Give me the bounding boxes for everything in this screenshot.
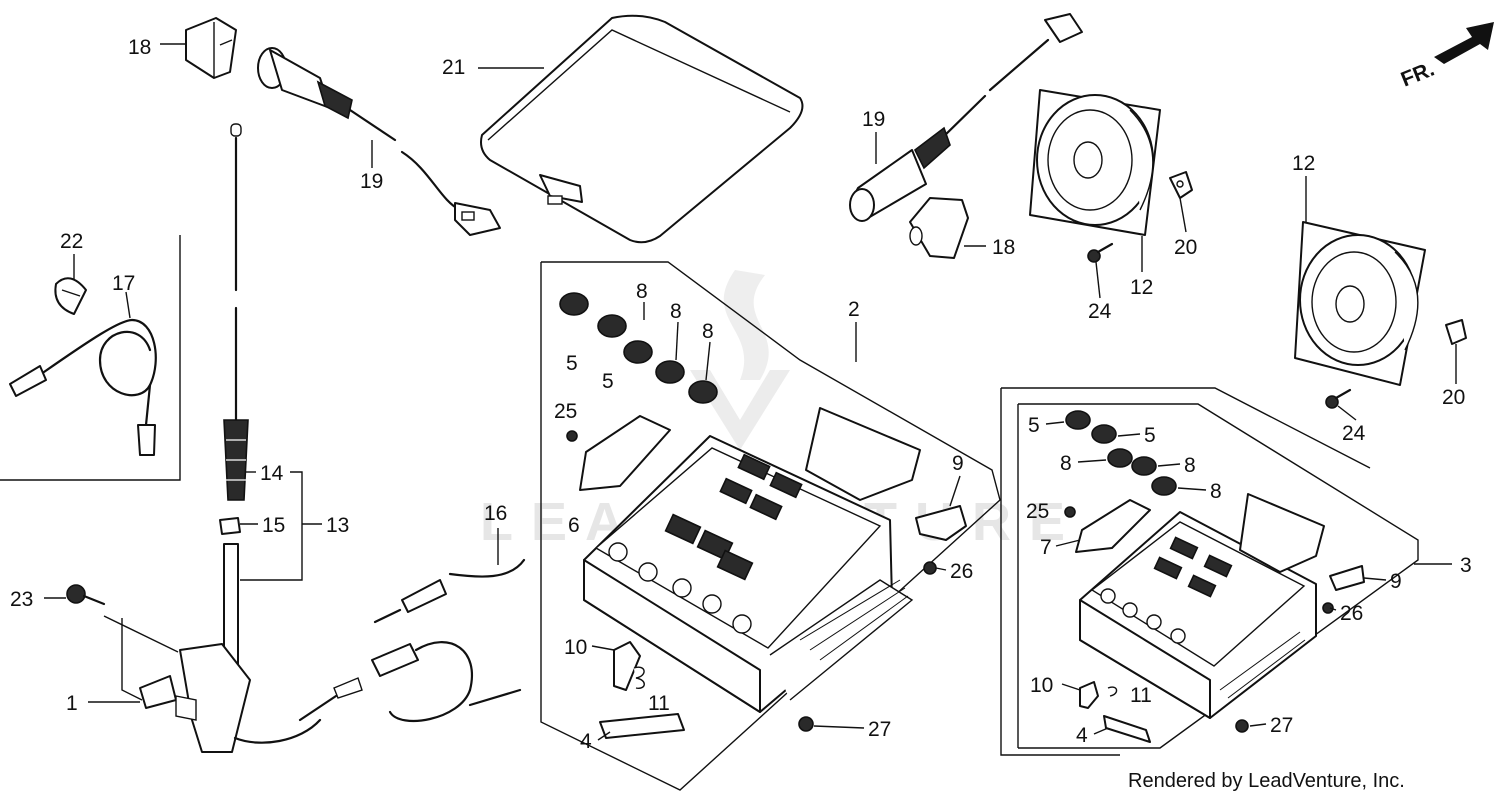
callout-20: 20 (1174, 236, 1197, 259)
part-20-clip-b (1445, 319, 1467, 345)
part-12-speaker-b (1294, 221, 1426, 386)
callout-27: 27 (868, 718, 891, 741)
frame-assembly-3-top (1001, 387, 1371, 469)
assembly-frames (0, 235, 1419, 791)
callout-26: 26 (950, 560, 973, 583)
callout-3: 3 (1460, 554, 1472, 577)
part-24-screw-b (1325, 388, 1352, 409)
callout-4: 4 (580, 730, 592, 753)
callout-8: 8 (670, 300, 682, 323)
part-23-bolt (66, 584, 106, 606)
callout-1: 1 (66, 692, 78, 715)
callout-7: 7 (1040, 536, 1052, 559)
callout-5: 5 (602, 370, 614, 393)
small-parts-assembly-2 (566, 415, 967, 739)
callout-8: 8 (636, 280, 648, 303)
knobs-assembly-2 (559, 292, 718, 404)
callout-18: 18 (992, 236, 1015, 259)
frame-17-22 (0, 235, 181, 481)
callout-11: 11 (648, 692, 670, 715)
callout-6: 6 (568, 514, 580, 537)
callout-8: 8 (1210, 480, 1222, 503)
part-19-speaker-cable (849, 13, 1083, 222)
direction-arrow: FR. (1398, 22, 1494, 92)
callout-9: 9 (1390, 570, 1402, 593)
callout-9: 9 (952, 452, 964, 475)
part-14-antenna-mast (223, 123, 249, 501)
callout-21: 21 (442, 56, 465, 79)
leader-lines (44, 43, 1457, 741)
part-12-speaker-a (1029, 89, 1161, 236)
callout-8: 8 (1060, 452, 1072, 475)
part-15-nut (219, 517, 241, 535)
part-19-antenna-cable (257, 47, 501, 236)
callout-26: 26 (1340, 602, 1363, 625)
frame-assembly-2 (540, 261, 1001, 791)
callout-12: 12 (1292, 152, 1315, 175)
callout-14: 14 (260, 462, 284, 485)
callout-16: 16 (484, 502, 507, 525)
callout-22: 22 (60, 230, 83, 253)
part-21-cover (480, 14, 804, 244)
radio-unit-main (583, 407, 921, 713)
callout-25: 25 (1026, 500, 1049, 523)
callout-labels: 18 19 21 19 18 12 20 24 12 20 24 22 17 1… (10, 36, 1472, 753)
part-22-clamp (54, 277, 87, 315)
part-24-screw-a (1087, 242, 1114, 263)
callout-18: 18 (128, 36, 151, 59)
credit-line: Rendered by LeadVenture, Inc. (1128, 770, 1405, 792)
callout-20: 20 (1442, 386, 1465, 409)
callout-5: 5 (1144, 424, 1156, 447)
frame-assembly-3-side (1000, 388, 1120, 756)
callout-27: 27 (1270, 714, 1293, 737)
callout-24: 24 (1342, 422, 1366, 445)
radio-unit-secondary (1079, 493, 1325, 719)
direction-arrow-label: FR. (1398, 58, 1438, 92)
callout-10: 10 (1030, 674, 1053, 697)
part-18-grommet (185, 17, 237, 79)
callout-13: 13 (326, 514, 349, 537)
callout-10: 10 (564, 636, 587, 659)
part-18-grommet-right (909, 197, 969, 259)
frame-assembly-3-box (1018, 403, 1419, 749)
callout-12: 12 (1130, 276, 1153, 299)
callout-24: 24 (1088, 300, 1112, 323)
callout-23: 23 (10, 588, 33, 611)
callout-15: 15 (262, 514, 285, 537)
callout-8: 8 (702, 320, 714, 343)
part-17-cable (9, 318, 157, 456)
knobs-assembly-3 (1065, 410, 1177, 496)
callout-19: 19 (862, 108, 885, 131)
part-1-antenna-base (139, 543, 322, 753)
callout-25: 25 (554, 400, 577, 423)
part-20-clip-a (1169, 171, 1193, 199)
callout-5: 5 (566, 352, 578, 375)
part-16-extension-cable (298, 558, 526, 723)
callout-2: 2 (848, 298, 860, 321)
callout-11: 11 (1130, 684, 1152, 707)
callout-5: 5 (1028, 414, 1040, 437)
callout-19: 19 (360, 170, 383, 193)
callout-17: 17 (112, 272, 135, 295)
callout-4: 4 (1076, 724, 1088, 747)
callout-8: 8 (1184, 454, 1196, 477)
small-parts-assembly-3 (1064, 499, 1365, 743)
